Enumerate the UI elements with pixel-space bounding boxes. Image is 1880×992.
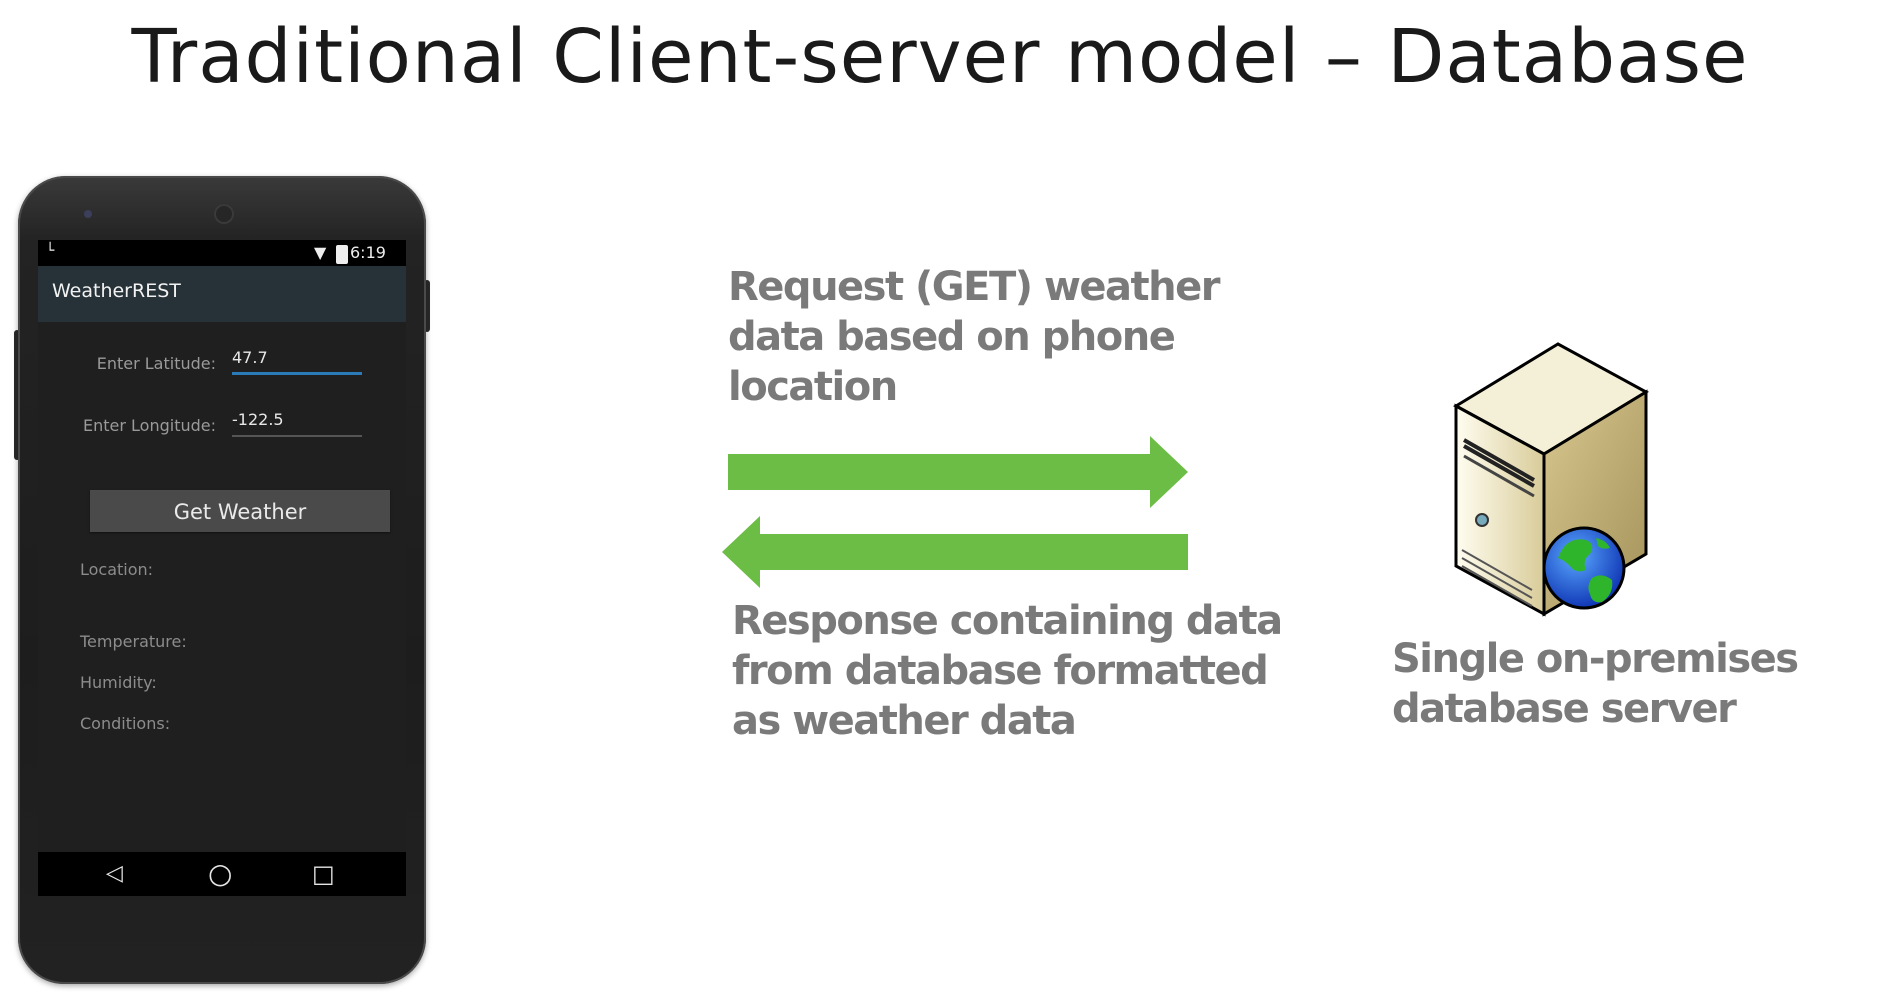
longitude-label: Enter Longitude:	[83, 416, 216, 435]
get-weather-button[interactable]: Get Weather	[90, 490, 390, 532]
conditions-label: Conditions:	[80, 714, 171, 733]
notification-icon: └	[46, 243, 55, 259]
server-caption: Single on-premises database server	[1392, 634, 1799, 734]
humidity-label: Humidity:	[80, 673, 157, 692]
arrow-right	[728, 436, 1188, 508]
response-line-1: Response containing data	[732, 598, 1283, 644]
server-line-1: Single on-premises	[1392, 636, 1799, 682]
phone-side-button-right	[424, 280, 430, 332]
temperature-label: Temperature:	[80, 632, 187, 651]
arrow-left	[722, 516, 1188, 588]
nav-bar: ◁ ○ □	[38, 852, 406, 896]
request-line-3: location	[728, 364, 898, 410]
response-line-2: from database formatted	[732, 648, 1269, 694]
globe-icon	[1542, 526, 1626, 610]
phone-sensor	[84, 210, 92, 218]
home-icon[interactable]: ○	[208, 857, 233, 890]
phone-side-button-left	[14, 330, 20, 460]
latitude-label: Enter Latitude:	[96, 354, 216, 373]
server-line-2: database server	[1392, 686, 1737, 732]
phone-camera	[214, 204, 234, 224]
recent-apps-icon[interactable]: □	[312, 860, 335, 888]
back-icon[interactable]: ◁	[106, 861, 123, 886]
phone-device: └ ▼ 6:19 WeatherREST Enter Latitude: 47.…	[18, 176, 426, 984]
wifi-icon: ▼	[314, 243, 327, 262]
longitude-underline	[232, 435, 362, 437]
arrows	[722, 436, 1188, 588]
location-label: Location:	[80, 560, 154, 579]
status-bar: └ ▼ 6:19	[38, 240, 406, 266]
slide-title: Traditional Client-server model – Databa…	[131, 14, 1749, 100]
request-caption: Request (GET) weather data based on phon…	[728, 262, 1220, 412]
longitude-input[interactable]: -122.5	[232, 410, 284, 429]
app-bar	[38, 266, 406, 322]
request-line-2: data based on phone	[728, 314, 1176, 360]
battery-icon	[336, 245, 348, 264]
latitude-underline	[232, 372, 362, 375]
app-title: WeatherREST	[52, 280, 181, 302]
response-caption: Response containing data from database f…	[732, 596, 1283, 746]
request-line-1: Request (GET) weather	[728, 264, 1220, 310]
response-line-3: as weather data	[732, 698, 1077, 744]
phone-screen: └ ▼ 6:19 WeatherREST Enter Latitude: 47.…	[38, 240, 406, 896]
server-icon	[1452, 342, 1650, 617]
latitude-input[interactable]: 47.7	[232, 348, 268, 367]
status-time: 6:19	[350, 243, 386, 262]
